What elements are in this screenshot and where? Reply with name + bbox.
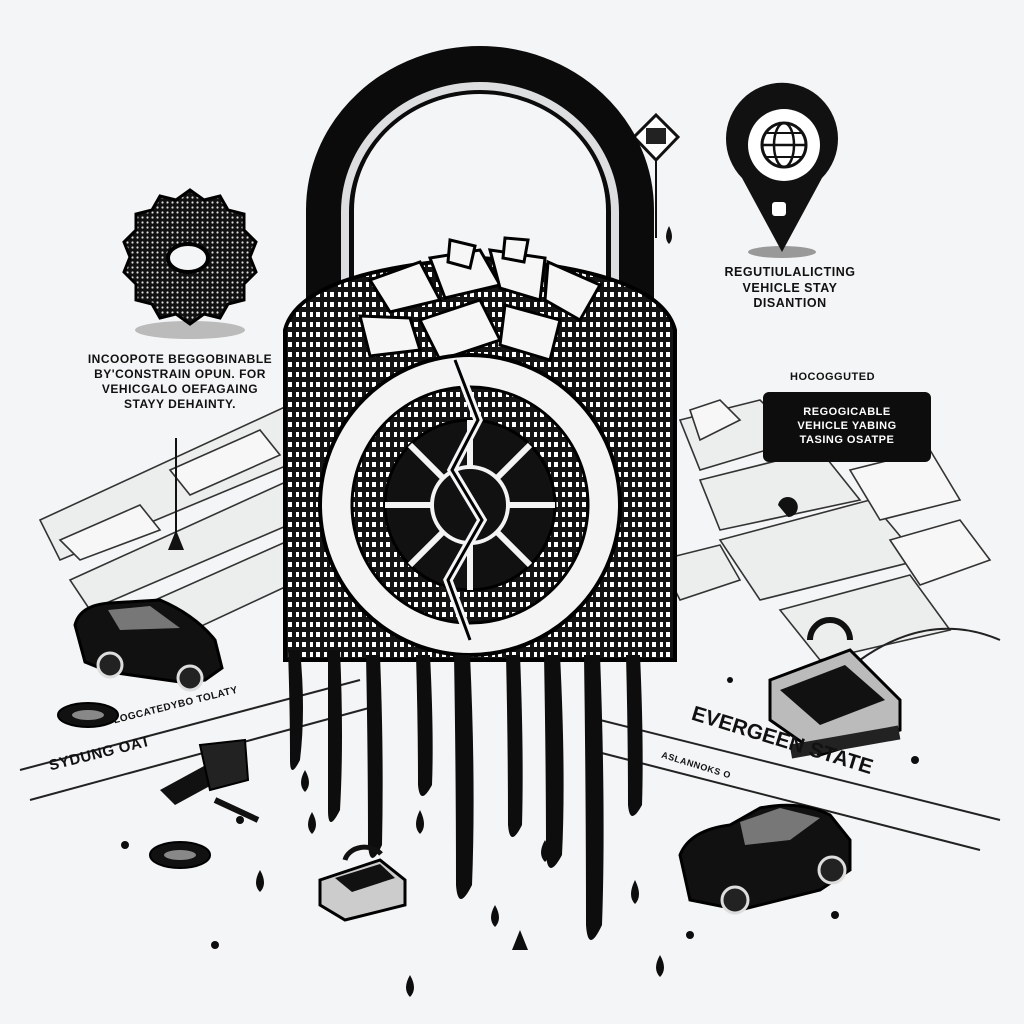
small-map-marker-icon (168, 438, 184, 550)
left-callout-line: INCOOPOTE BEGGOBINABLE (87, 352, 273, 366)
dark-box-line: REGOGICABLE (803, 406, 891, 419)
left-callout: INCOOPOTE BEGGOBINABLE BY'CONSTRAIN OPUN… (70, 352, 290, 412)
dark-box-title: HOCOGGUTED (790, 371, 876, 383)
padlock-shackle (306, 46, 654, 404)
street-map (38, 398, 992, 661)
gear-seal-icon (122, 188, 258, 339)
melting-drips (121, 650, 919, 997)
car-icon (73, 598, 224, 692)
padlock-icon (283, 236, 677, 662)
road-barrier-icon (160, 738, 260, 823)
left-callout-line: BY'CONSTRAIN OPUN. FOR (94, 367, 266, 381)
right-callout-line: REGUTIULALICTING (724, 265, 856, 279)
car-icon (678, 803, 852, 915)
right-callout-line: DISANTION (753, 296, 827, 311)
small-map-marker-icon (631, 112, 681, 244)
dark-info-box: REGOGICABLE VEHICLE YABING TASING OSATPE (763, 392, 931, 462)
dark-box-line: VEHICLE YABING (797, 420, 897, 433)
left-callout-line: STAYY DEHAINTY. (124, 397, 236, 411)
cable-icon (318, 844, 407, 922)
globe-location-pin-icon (726, 82, 838, 258)
right-callout: REGUTIULALICTING VEHICLE STAY DISANTION (690, 265, 890, 312)
left-callout-line: VEHICGALO OEFAGAING (101, 382, 259, 396)
right-callout-line: VEHICLE STAY (742, 280, 838, 295)
tire-icon (149, 841, 211, 869)
dark-box-line: TASING OSATPE (799, 433, 895, 446)
tire-icon (57, 702, 119, 728)
small-padlock-icon (768, 617, 902, 759)
small-map-marker-icon (778, 497, 798, 517)
